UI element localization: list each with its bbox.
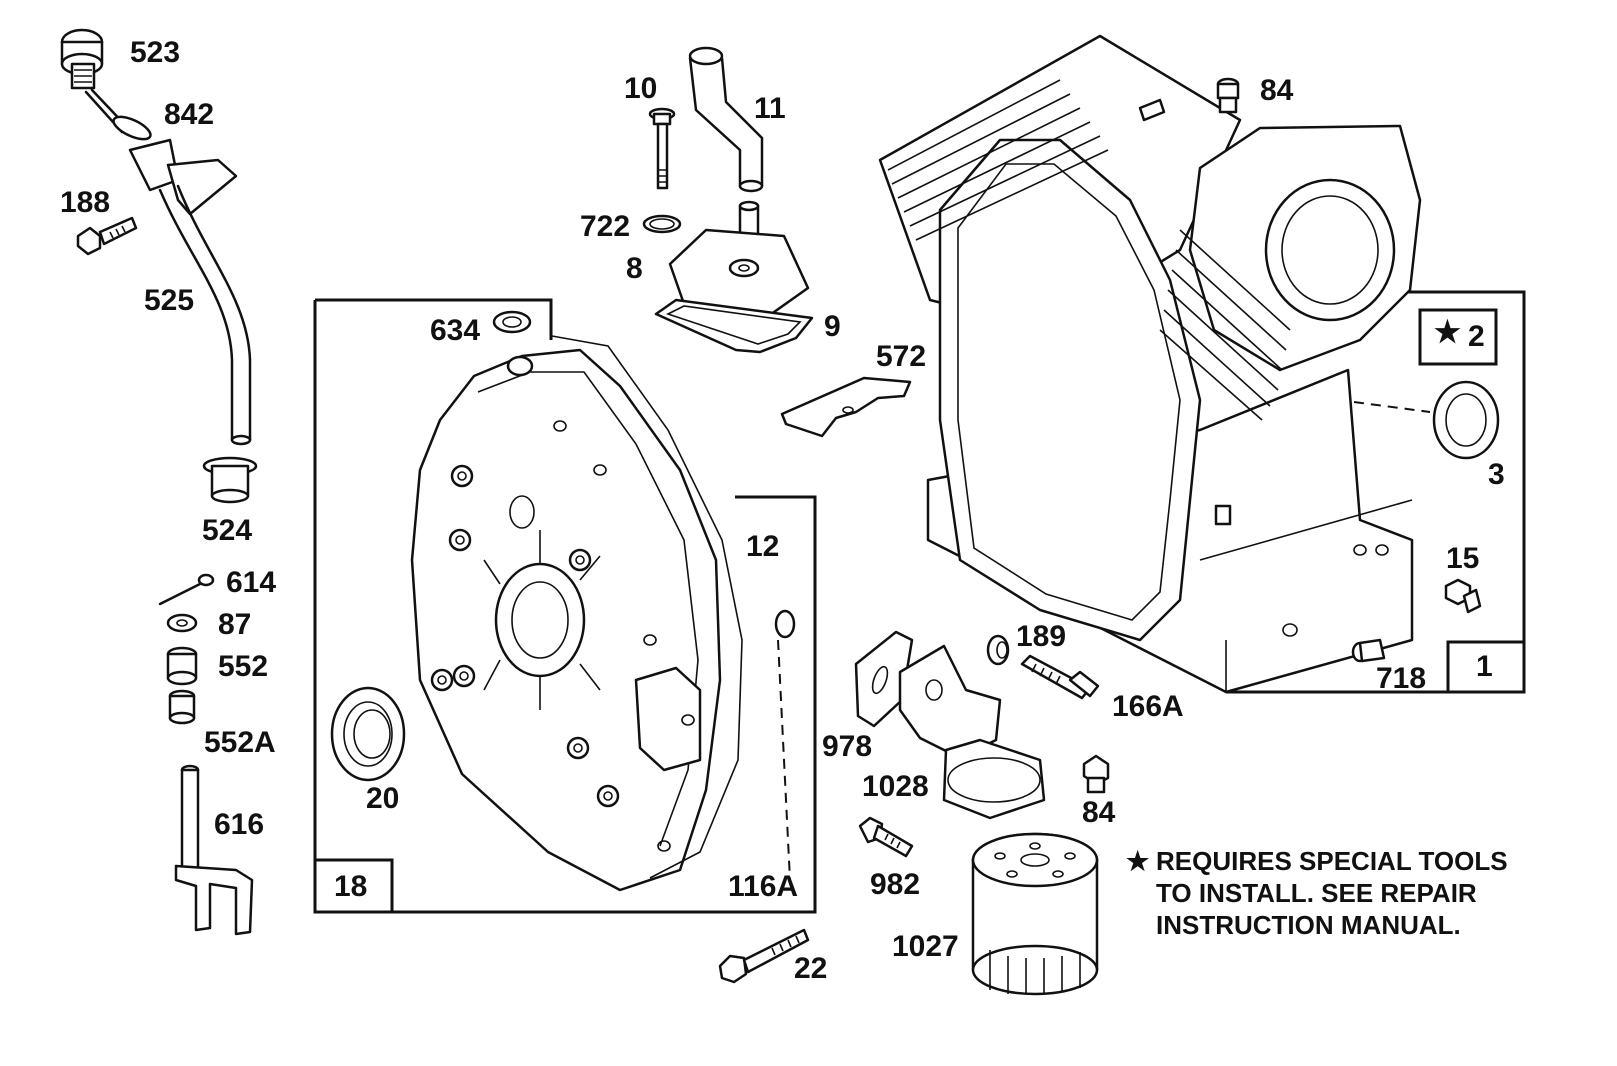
label-166a: 166A xyxy=(1112,690,1184,723)
seal-634 xyxy=(492,310,532,334)
label-8: 8 xyxy=(626,252,643,285)
gasket-116a xyxy=(774,609,796,881)
label-11: 11 xyxy=(754,92,786,125)
note-line-1: REQUIRES SPECIAL TOOLS xyxy=(1156,846,1508,876)
label-2: 2 xyxy=(1468,320,1485,353)
label-523: 523 xyxy=(130,36,180,69)
label-84-top: 84 xyxy=(1260,74,1294,107)
label-978: 978 xyxy=(822,730,872,763)
label-15: 15 xyxy=(1446,542,1479,575)
stud-166a xyxy=(1020,654,1100,700)
label-525: 525 xyxy=(144,284,194,317)
governor-shaft-616 xyxy=(174,764,254,936)
oil-seal-20 xyxy=(330,686,406,782)
note-line-3: INSTRUCTION MANUAL. xyxy=(1156,910,1461,940)
gasket-9 xyxy=(654,298,814,354)
label-614: 614 xyxy=(226,566,276,599)
breather-tube-11 xyxy=(688,46,764,193)
label-189: 189 xyxy=(1016,620,1066,653)
label-1028: 1028 xyxy=(862,770,929,803)
filter-adapter-1028 xyxy=(898,644,1046,820)
clip-189 xyxy=(986,634,1010,666)
note-star-icon: ★ xyxy=(1126,846,1150,876)
label-188: 188 xyxy=(60,186,110,219)
label-1: 1 xyxy=(1476,650,1493,683)
label-87: 87 xyxy=(218,608,251,641)
screw-10 xyxy=(648,107,676,190)
grommet-524 xyxy=(202,456,258,504)
plug-84-top xyxy=(1216,77,1240,114)
label-3: 3 xyxy=(1488,458,1505,491)
bushing-552 xyxy=(166,646,198,686)
breather-cover-8 xyxy=(668,200,810,324)
oil-filter-1027 xyxy=(971,832,1099,996)
label-982: 982 xyxy=(870,868,920,901)
label-634: 634 xyxy=(430,314,480,347)
label-18: 18 xyxy=(334,870,367,903)
box-1-outline xyxy=(1226,290,1526,694)
oil-seal-3 xyxy=(1353,380,1500,460)
label-9: 9 xyxy=(824,310,841,343)
label-718: 718 xyxy=(1376,662,1426,695)
label-572: 572 xyxy=(876,340,926,373)
dipstick-cap-523 xyxy=(60,28,104,90)
special-tools-note: ★ REQUIRES SPECIAL TOOLS TO INSTALL. SEE… xyxy=(1126,846,1508,940)
gasket-722 xyxy=(642,214,682,234)
label-116a: 116A xyxy=(728,870,798,903)
cotter-pin-614 xyxy=(158,573,215,606)
label-12: 12 xyxy=(746,530,779,563)
dowel-718 xyxy=(1351,638,1386,663)
bracket-572 xyxy=(780,376,912,438)
label-1027: 1027 xyxy=(892,930,959,963)
label-552a: 552A xyxy=(204,726,276,759)
plug-84-bottom xyxy=(1082,754,1110,794)
label-552: 552 xyxy=(218,650,268,683)
box-18-outline xyxy=(313,298,817,914)
plug-15 xyxy=(1444,578,1482,614)
label-524: 524 xyxy=(202,514,252,547)
label-722: 722 xyxy=(580,210,630,243)
label-10: 10 xyxy=(624,72,657,105)
label-84-bottom: 84 xyxy=(1082,796,1116,829)
bushing-552a xyxy=(168,689,196,725)
label-22: 22 xyxy=(794,952,827,985)
washer-87 xyxy=(166,613,198,633)
dipstick-tube-525 xyxy=(128,138,252,446)
label-842: 842 xyxy=(164,98,214,131)
label-616: 616 xyxy=(214,808,264,841)
bolt-188 xyxy=(76,216,138,256)
crankcase-cover-12 xyxy=(410,335,743,892)
cylinder-block xyxy=(878,34,1422,694)
label-20: 20 xyxy=(366,782,399,815)
note-line-2: TO INSTALL. SEE REPAIR xyxy=(1156,878,1477,908)
o-ring-842 xyxy=(112,115,152,141)
bolt-22 xyxy=(718,928,810,984)
screw-982 xyxy=(858,816,914,858)
star-icon: ★ xyxy=(1434,316,1461,349)
